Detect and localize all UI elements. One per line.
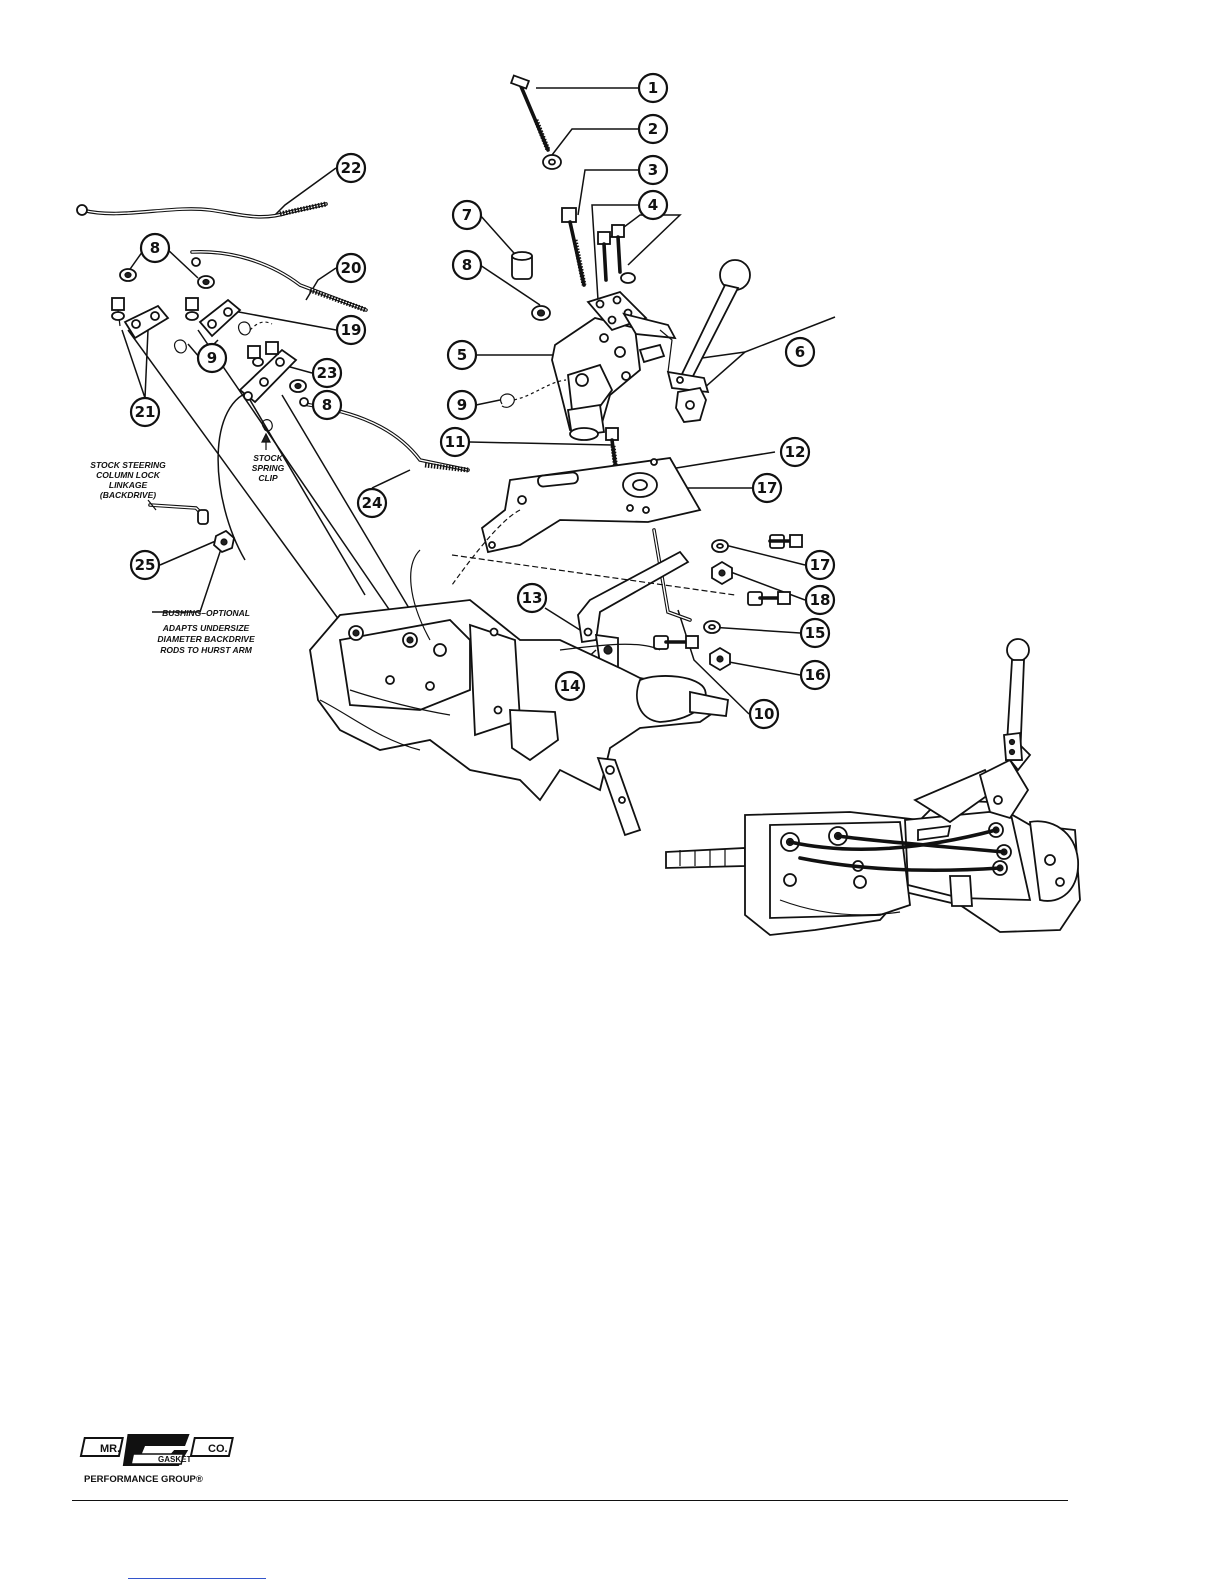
svg-text:COLUMN LOCK: COLUMN LOCK [96,470,161,480]
svg-text:25: 25 [135,556,156,574]
callout-8-left: 8 [141,234,169,262]
callout-13: 13 [518,584,546,612]
part-1-pivot-bolt [511,76,548,150]
backdrive-linkage [148,500,208,524]
footer-link-underline[interactable] [128,1578,266,1579]
callout-17-top: 17 [753,474,781,502]
svg-text:16: 16 [805,666,826,684]
callout-4: 4 [639,191,667,219]
callout-21: 21 [131,398,159,426]
svg-text:4: 4 [648,196,658,214]
svg-text:17: 17 [757,479,778,497]
svg-text:21: 21 [135,403,156,421]
callout-17-bottom: 17 [806,551,834,579]
part-2-washer [543,155,561,169]
part-7-bushing [512,252,532,279]
part-4-bolts [598,225,635,283]
callout-20: 20 [337,254,365,282]
svg-text:6: 6 [795,343,805,361]
svg-text:23: 23 [317,364,338,382]
part-5-shifter-body [552,292,675,440]
part-11-bolt [606,428,618,470]
part-19-lever [186,298,240,336]
callout-23: 23 [313,359,341,387]
logo-right-text: CO. [208,1443,228,1455]
note-spring-clip: STOCK SPRING CLIP [252,434,285,483]
note-steering-linkage: STOCK STEERING COLUMN LOCK LINKAGE (BACK… [90,460,166,500]
svg-text:14: 14 [560,677,581,695]
part-25-bushing [214,531,234,552]
svg-text:5: 5 [457,346,467,364]
callout-1: 1 [639,74,667,102]
svg-text:10: 10 [754,705,775,723]
svg-text:LINKAGE: LINKAGE [109,480,148,490]
svg-text:ADAPTS UNDERSIZE: ADAPTS UNDERSIZE [162,623,250,633]
callout-14: 14 [556,672,584,700]
svg-text:8: 8 [322,396,332,414]
svg-text:22: 22 [341,159,362,177]
svg-text:BUSHING–OPTIONAL: BUSHING–OPTIONAL [162,608,250,618]
callout-24: 24 [358,489,386,517]
callout-16: 16 [801,661,829,689]
callout-3: 3 [639,156,667,184]
svg-text:19: 19 [341,321,362,339]
svg-text:DIAMETER BACKDRIVE: DIAMETER BACKDRIVE [157,634,255,644]
svg-text:7: 7 [462,206,472,224]
svg-text:8: 8 [462,256,472,274]
part-21-lever [112,298,168,338]
callout-9-center: 9 [448,391,476,419]
logo-center-text: GASKET [158,1455,191,1464]
callout-11: 11 [441,428,469,456]
svg-text:11: 11 [445,433,466,451]
callout-15: 15 [801,619,829,647]
svg-text:STOCK STEERING: STOCK STEERING [90,460,166,470]
svg-text:24: 24 [362,494,383,512]
svg-text:1: 1 [648,79,658,97]
callout-12: 12 [781,438,809,466]
svg-text:SPRING: SPRING [252,463,285,473]
footer-divider [72,1500,1068,1501]
callout-22: 22 [337,154,365,182]
transmission-assembled-view [666,639,1080,935]
callout-5: 5 [448,341,476,369]
svg-text:2: 2 [648,120,658,138]
svg-text:18: 18 [810,591,831,609]
svg-text:CLIP: CLIP [258,473,278,483]
svg-text:9: 9 [207,349,217,367]
part-23-lever [240,342,296,402]
svg-text:13: 13 [522,589,543,607]
svg-text:17: 17 [810,556,831,574]
svg-text:15: 15 [805,624,826,642]
part-9-clip [501,380,566,407]
callout-19: 19 [337,316,365,344]
svg-text:(BACKDRIVE): (BACKDRIVE) [100,490,156,500]
part-8-bushing-nut [532,306,550,320]
callout-2: 2 [639,115,667,143]
callout-8-top: 8 [453,251,481,279]
part-6-shift-stick [660,260,750,422]
svg-text:STOCK: STOCK [253,453,283,463]
callout-7: 7 [453,201,481,229]
logo-left-text: MR. [100,1443,120,1455]
callout-8-right: 8 [313,391,341,419]
svg-text:3: 3 [648,161,658,179]
callout-6: 6 [786,338,814,366]
part-3-long-bolt [562,208,584,285]
svg-text:RODS TO HURST ARM: RODS TO HURST ARM [160,645,253,655]
callout-18: 18 [806,586,834,614]
svg-text:8: 8 [150,239,160,257]
callout-10: 10 [750,700,778,728]
callout-9-left: 9 [198,344,226,372]
callout-25: 25 [131,551,159,579]
part-22-shift-rod [77,204,326,217]
logo-tagline: PERFORMANCE GROUP® [84,1474,203,1485]
note-bushing-optional: BUSHING–OPTIONAL ADAPTS UNDERSIZE DIAMET… [157,608,255,655]
svg-text:20: 20 [341,259,362,277]
svg-text:12: 12 [785,443,806,461]
svg-text:9: 9 [457,396,467,414]
mr-gasket-logo: MR. GASKET CO. PERFORMANCE GROUP® [78,1432,243,1490]
